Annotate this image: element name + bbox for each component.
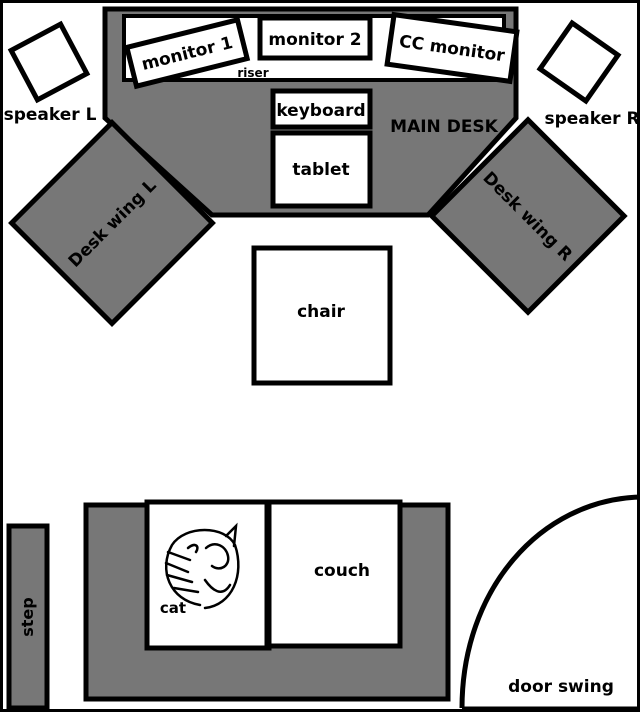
speaker-right-label: speaker R (544, 109, 639, 129)
keyboard (270, 88, 373, 130)
monitor-1: monitor 1 (123, 16, 251, 90)
step (6, 523, 50, 711)
door-swing-label: door swing (508, 677, 614, 697)
desk-wing-right: Desk wing R (428, 116, 628, 316)
couch-label: couch (314, 561, 370, 581)
cat-drawing (164, 522, 240, 610)
chair (251, 245, 393, 386)
couch-cushion-left (144, 499, 272, 651)
step-label: step (18, 597, 37, 636)
desk-wing-left: Desk wing L (8, 119, 216, 327)
riser-label: riser (237, 66, 268, 80)
monitor-2-label: monitor 2 (268, 30, 361, 50)
speaker-left-label: speaker L (4, 105, 97, 125)
couch-cushion-right (265, 499, 403, 649)
cat-label: cat (160, 599, 186, 617)
main-desk-label: MAIN DESK (390, 117, 499, 137)
monitor-2 (257, 15, 373, 61)
keyboard-label: keyboard (276, 101, 365, 121)
speaker-left (7, 20, 91, 104)
tablet-label: tablet (292, 160, 349, 180)
cc-monitor: CC monitor (384, 11, 520, 85)
door-swing-arc (459, 494, 640, 709)
chair-label: chair (297, 302, 345, 322)
tablet (270, 130, 373, 209)
speaker-right (536, 19, 622, 105)
